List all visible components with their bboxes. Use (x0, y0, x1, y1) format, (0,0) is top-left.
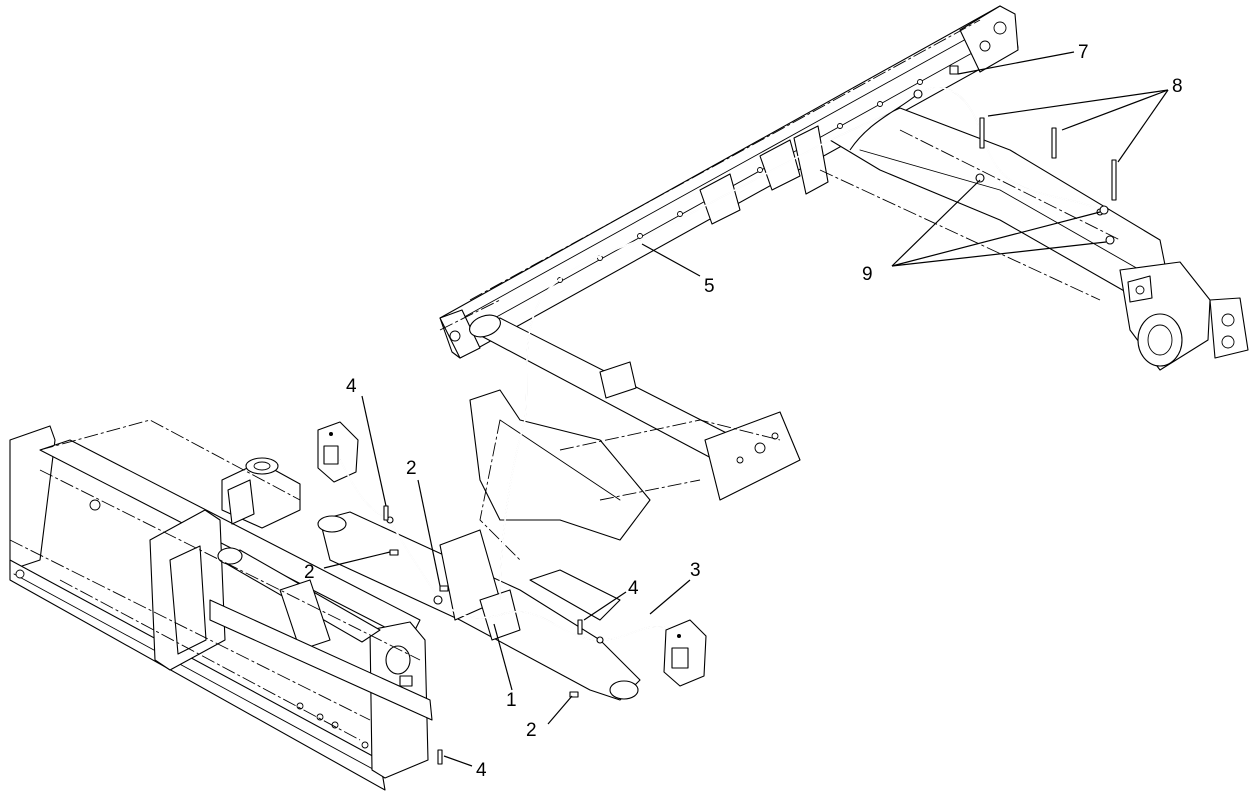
master-cylinder (221, 457, 301, 529)
fitting-7 (949, 65, 959, 75)
phantom-lines (9, 19, 1121, 741)
callout-3: 3 (690, 560, 701, 581)
bolt-4b (577, 619, 583, 635)
rear-axle (829, 107, 1249, 371)
bolt-8a (979, 117, 985, 149)
center-linkage (317, 389, 651, 701)
bolt-8b (1051, 127, 1057, 159)
callout-9: 9 (862, 264, 873, 285)
callout-4-right: 4 (628, 578, 639, 599)
callout-7: 7 (1078, 42, 1089, 63)
nut-9b (1099, 205, 1109, 215)
callout-2-lower: 2 (526, 720, 537, 741)
bolt-4c (437, 749, 443, 765)
bolt-4a (383, 505, 389, 521)
brake-lines (339, 86, 1104, 644)
nut-2c (569, 691, 579, 698)
callout-4-upper-left: 4 (346, 376, 357, 397)
nut-9c (1105, 235, 1115, 245)
nut-2a (389, 549, 399, 556)
bolt-8c (1111, 159, 1117, 201)
nut-9a (975, 173, 985, 183)
nut-2b (439, 585, 449, 592)
front-right-caliper (663, 619, 707, 687)
front-frame (9, 425, 433, 791)
callout-8: 8 (1172, 76, 1183, 97)
callout-1: 1 (506, 690, 517, 711)
frame-rail (439, 5, 1019, 359)
leader-lines (323, 51, 1169, 767)
callout-2-left: 2 (304, 562, 315, 583)
callouts: 7 8 9 5 4 2 2 3 4 1 2 4 (304, 42, 1183, 781)
callout-2-upper: 2 (406, 458, 417, 479)
hardware (383, 65, 1117, 765)
front-left-caliper (317, 421, 359, 483)
cross-tube (469, 314, 801, 501)
callout-5: 5 (704, 276, 715, 297)
callout-4-lower: 4 (476, 760, 487, 781)
